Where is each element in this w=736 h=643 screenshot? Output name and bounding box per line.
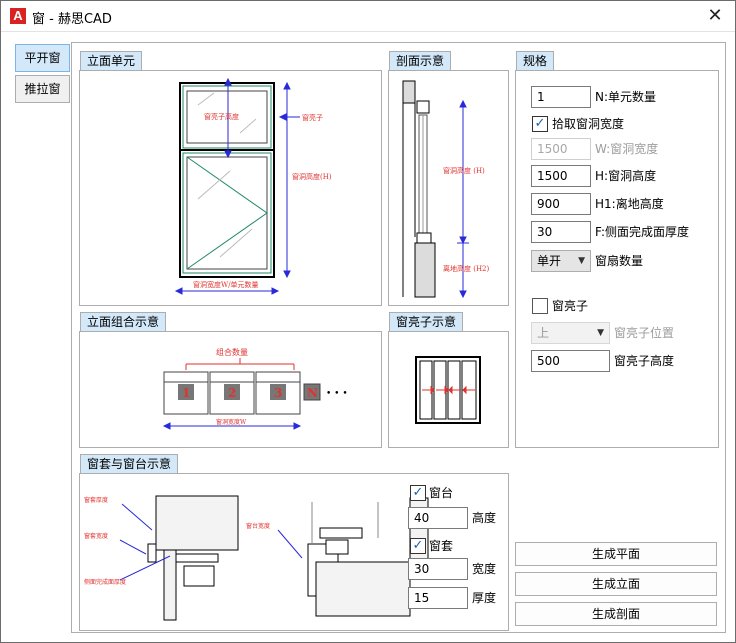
transom-height-label: 窗亮子高度	[614, 354, 675, 368]
checkmark-icon: ✓	[412, 538, 424, 553]
casing-checkbox[interactable]: ✓	[410, 538, 426, 554]
sill-checkbox-label: 窗台	[429, 486, 454, 500]
tab-casement-window[interactable]: 平开窗	[15, 44, 70, 72]
chevron-down-icon: ▼	[597, 328, 604, 338]
width-per-unit-dim-label: 窗洞宽度W/单元数量	[193, 280, 259, 289]
transom-position-select[interactable]: 上 ▼	[531, 322, 610, 344]
pick-width-checkbox[interactable]: ✓	[532, 116, 548, 132]
section-opening-height-label: 窗洞高度 (H)	[443, 166, 485, 175]
sill-height-value-input[interactable]: 40	[408, 507, 468, 529]
section-title: 剖面示意	[389, 51, 452, 71]
spec-title: 规格	[516, 51, 555, 71]
combo-width-label: 窗洞宽度W	[216, 418, 247, 426]
finish-thickness-label: 侧面完成面厚度	[84, 578, 126, 586]
transom-checkbox[interactable]	[532, 298, 548, 314]
transom-demo-title: 窗亮子示意	[389, 312, 464, 332]
sill-width-label: 窗台宽度	[246, 522, 270, 530]
section-diagram: 窗洞高度 (H) 离地高度 (H2)	[402, 80, 490, 299]
transom-demo-group	[388, 331, 509, 448]
checkmark-icon: ✓	[534, 116, 546, 131]
section-group: 窗洞高度 (H) 离地高度 (H2)	[388, 70, 509, 306]
casing-sill-title: 窗套与窗台示意	[80, 454, 179, 474]
transom-height-input[interactable]: 500	[531, 350, 610, 372]
elevation-unit-title: 立面单元	[80, 51, 143, 71]
unit-count-input[interactable]: 1	[531, 86, 591, 108]
window-title: 窗 - 赫思CAD	[32, 12, 112, 27]
tab-sliding-window[interactable]: 推拉窗	[15, 75, 70, 103]
casing-width-label: 窗套宽度	[84, 532, 108, 540]
sill-height-input[interactable]: 900	[531, 193, 591, 215]
casing-checkbox-label: 窗套	[429, 539, 454, 553]
elevation-unit-group: 窗亮子高度 窗亮子 窗洞高度(H) 窗洞宽度W/单元数量	[79, 70, 382, 306]
transom-height-dim-label: 窗亮子高度	[204, 112, 239, 121]
sash-count-select[interactable]: 单开 ▼	[531, 250, 591, 272]
generate-elevation-button[interactable]: 生成立面	[515, 572, 717, 596]
transom-position-label: 窗亮子位置	[614, 326, 675, 340]
side-finish-label: F:侧面完成面厚度	[595, 225, 690, 239]
transom-dim-label: 窗亮子	[302, 113, 323, 122]
opening-width-input[interactable]: 1500	[531, 138, 591, 160]
opening-height-input[interactable]: 1500	[531, 165, 591, 187]
opening-height-label: H:窗洞高度	[595, 169, 657, 183]
elevation-combo-title: 立面组合示意	[80, 312, 167, 332]
checkmark-icon: ✓	[412, 485, 424, 500]
sill-checkbox[interactable]: ✓	[410, 485, 426, 501]
sash-count-label: 窗扇数量	[595, 254, 644, 268]
transom-position-value: 上	[537, 326, 550, 340]
section-sill-height-label: 离地高度 (H2)	[443, 264, 490, 273]
elevation-combo-diagram: 组合数量 1 2 3 N • • •	[162, 347, 348, 430]
opening-height-dim-label: 窗洞高度(H)	[292, 172, 332, 181]
opening-width-label: W:窗洞宽度	[595, 142, 659, 156]
transom-diagram	[415, 356, 481, 424]
combo-unit-3: 3	[274, 386, 282, 400]
side-finish-input[interactable]: 30	[531, 221, 591, 243]
close-button[interactable]: ✕	[707, 5, 723, 26]
sill-height-value-label: 高度	[472, 511, 497, 525]
generate-plan-button[interactable]: 生成平面	[515, 542, 717, 566]
combo-unit-n: N	[307, 386, 318, 400]
sash-count-value: 单开	[537, 254, 562, 268]
casing-sill-group: 窗套厚度 窗套宽度 侧面完成面厚度 窗台宽度	[79, 473, 509, 631]
title-bar[interactable]: A 窗 - 赫思CAD ✕	[1, 1, 735, 32]
pick-width-label: 拾取窗洞宽度	[552, 117, 625, 131]
sill-height-label: H1:离地高度	[595, 197, 664, 211]
transom-checkbox-label: 窗亮子	[552, 299, 589, 313]
elevation-unit-diagram: 窗亮子高度 窗亮子 窗洞高度(H) 窗洞宽度W/单元数量	[174, 77, 332, 295]
casing-thickness-label: 窗套厚度	[84, 496, 108, 504]
generate-section-button[interactable]: 生成剖面	[515, 602, 717, 626]
unit-count-label: N:单元数量	[595, 90, 657, 104]
combo-ellipsis: • • •	[326, 389, 348, 399]
combo-count-label: 组合数量	[216, 347, 248, 357]
casing-thickness-input[interactable]: 15	[408, 587, 468, 609]
casing-thickness-value-label: 厚度	[472, 591, 497, 605]
casing-width-input[interactable]: 30	[408, 558, 468, 580]
combo-unit-2: 2	[228, 386, 236, 400]
autocad-a-icon: A	[10, 8, 26, 24]
elevation-combo-group: 组合数量 1 2 3 N • • •	[79, 331, 382, 448]
combo-unit-1: 1	[182, 386, 190, 400]
casing-width-value-label: 宽度	[472, 562, 497, 576]
chevron-down-icon: ▼	[578, 256, 585, 266]
